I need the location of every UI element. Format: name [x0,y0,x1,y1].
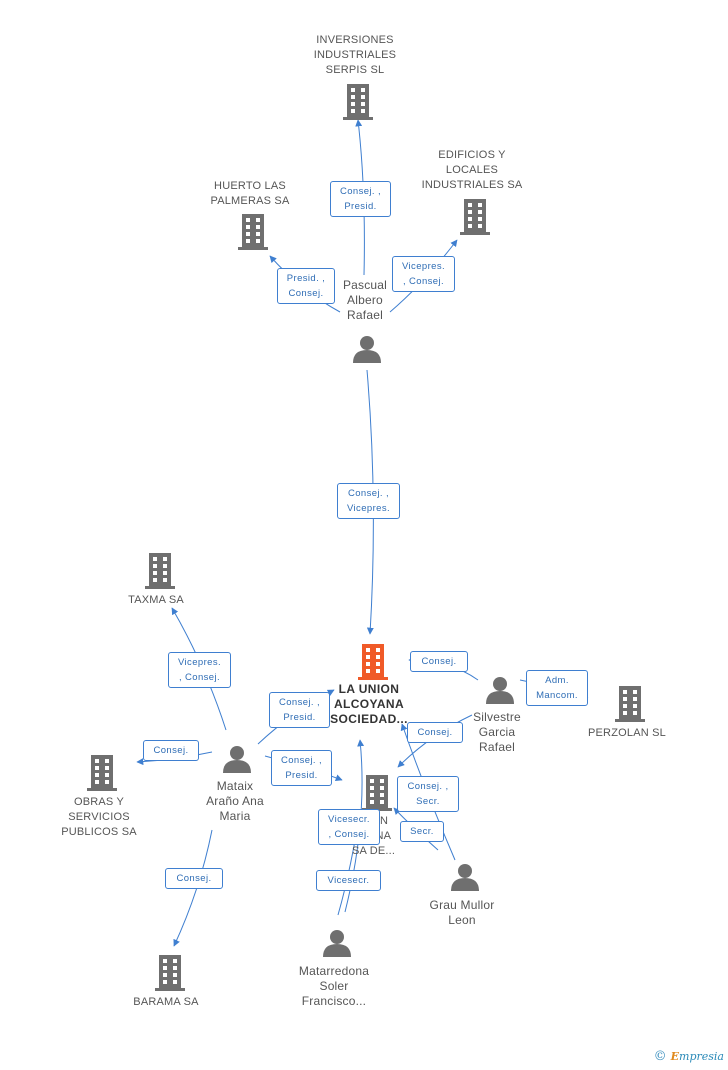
building-icon[interactable] [87,755,117,791]
building-icon[interactable] [145,553,175,589]
node-taxma[interactable]: TAXMA SA [128,594,184,606]
person-icon[interactable] [451,863,479,891]
building-icon[interactable] [358,644,388,680]
relation-label[interactable]: Secr. [400,821,444,842]
node-perzolan[interactable]: PERZOLAN SL [587,727,666,739]
building-icon[interactable] [615,686,645,722]
relation-label[interactable]: Consej. ,Secr. [397,776,459,812]
building-icon[interactable] [343,84,373,120]
person-icon[interactable] [486,676,514,704]
relation-label[interactable]: Vicesecr., Consej. [318,809,380,845]
person-icon[interactable] [223,745,251,773]
relation-label[interactable]: Consej. ,Presid. [271,750,332,786]
relation-label[interactable]: Consej. ,Presid. [330,181,391,217]
relation-label[interactable]: Consej. [165,868,223,889]
building-icon[interactable] [460,199,490,235]
relation-label[interactable]: Consej. ,Presid. [269,692,330,728]
node-barama[interactable]: BARAMA SA [133,996,199,1008]
relation-label[interactable]: Consej. ,Vicepres. [337,483,400,519]
relation-label[interactable]: Consej. [410,651,468,672]
person-icon[interactable] [353,335,381,363]
person-icon[interactable] [323,929,351,957]
relation-label[interactable]: Vicepres., Consej. [168,652,231,688]
relation-label[interactable]: Presid. ,Consej. [277,268,335,304]
relation-label[interactable]: Vicepres., Consej. [392,256,455,292]
building-icon[interactable] [238,214,268,250]
empresia-logo: ©Empresia [653,1049,724,1064]
building-icon[interactable] [362,775,392,811]
relation-label[interactable]: Vicesecr. [316,870,381,891]
building-icon[interactable] [155,955,185,991]
edge-mataix-barama [173,829,213,947]
relation-label[interactable]: Adm.Mancom. [526,670,588,706]
relation-label[interactable]: Consej. [143,740,199,761]
relation-label[interactable]: Consej. [407,722,463,743]
